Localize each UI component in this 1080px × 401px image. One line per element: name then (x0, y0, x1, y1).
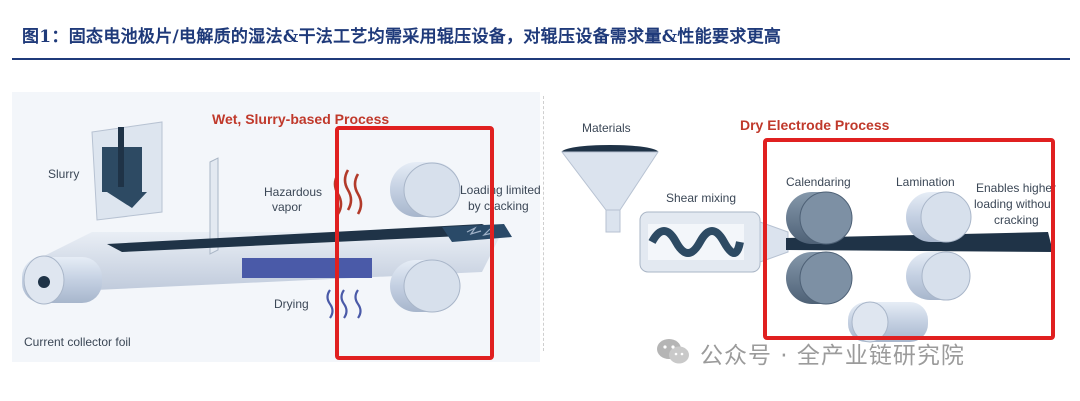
dry-highlight-box (763, 138, 1055, 340)
slurry-label: Slurry (48, 167, 79, 181)
enables-line3: cracking (994, 213, 1039, 227)
dry-process-diagram: Dry Electrode Process Materials Shear mi… (548, 92, 1068, 362)
figure-caption: 图1：固态电池极片/电解质的湿法&干法工艺均需采用辊压设备，对辊压设备需求量&性… (22, 27, 782, 47)
foil-label: Current collector foil (24, 335, 131, 349)
wet-process-diagram: Wet, Slurry-based Process Slurry Hazardo… (12, 92, 540, 362)
drying-label: Drying (274, 297, 309, 311)
caption-rule (12, 58, 1070, 60)
loading-line1: Loading limited (460, 183, 540, 197)
drying-heat-icon (326, 289, 362, 319)
lamination-label: Lamination (896, 175, 955, 189)
doctor-blade (209, 157, 219, 255)
dry-film (786, 232, 1053, 252)
materials-label: Materials (582, 121, 631, 135)
shear-label: Shear mixing (666, 191, 736, 205)
wet-highlight-box (335, 126, 494, 360)
materials-funnel (560, 145, 659, 233)
lamination-top-roller (906, 191, 972, 243)
watermark-text: 公众号 · 全产业链研究院 (700, 343, 965, 369)
slurry-hopper (91, 121, 163, 221)
calendaring-top-roller (786, 191, 853, 245)
coated-sheet (107, 224, 504, 252)
calendaring-label: Calendaring (786, 175, 851, 189)
foil-unwind-roll (848, 301, 928, 343)
cracked-sheet (442, 224, 512, 242)
loading-line2: by cracking (468, 199, 529, 213)
lamination-bottom-roller (906, 251, 971, 301)
dry-title: Dry Electrode Process (740, 117, 890, 133)
enables-line1: Enables higher (976, 181, 1056, 195)
bottom-roller (390, 259, 461, 313)
foil-roll (22, 255, 102, 305)
shear-mixer (639, 211, 761, 273)
vapor-label-text-line2: vapor (272, 200, 302, 214)
vapor-label-text: Hazardous (264, 185, 322, 199)
wet-title: Wet, Slurry-based Process (212, 111, 389, 127)
calendaring-bottom-roller (786, 251, 853, 305)
top-roller (390, 162, 461, 218)
vapor-label: Hazardous vapor (264, 185, 325, 214)
enables-line2: loading without (974, 197, 1055, 211)
drying-bar (242, 258, 372, 278)
panel-divider (543, 96, 544, 351)
wechat-icon (657, 339, 689, 364)
